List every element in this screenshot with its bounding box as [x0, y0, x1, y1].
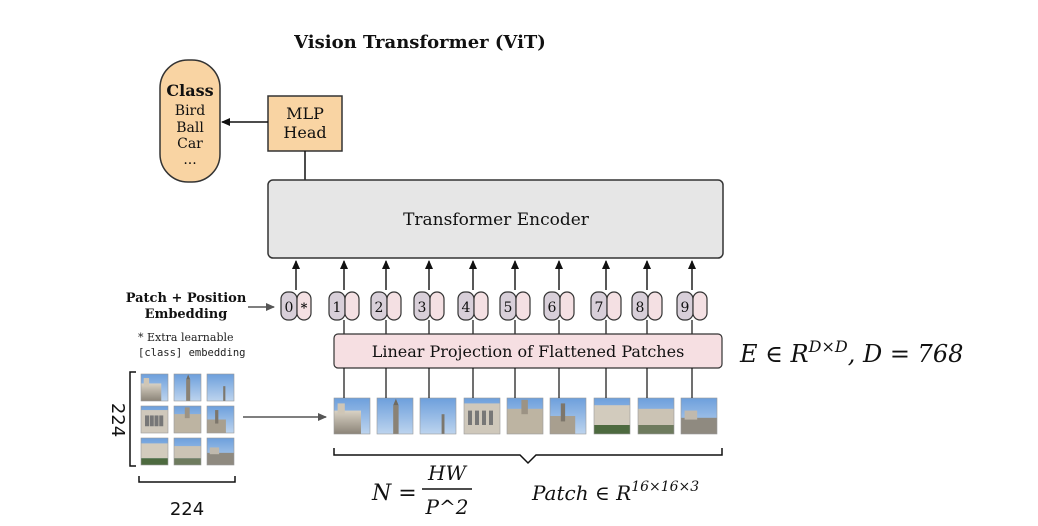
linear-projection-label: Linear Projection of Flattened Patches: [372, 342, 685, 361]
patches-bracket: [333, 448, 723, 465]
token-number: 9: [681, 300, 690, 316]
token-number: 8: [636, 300, 645, 316]
token-number: 4: [462, 300, 471, 316]
image-patch: [206, 405, 235, 434]
token-number: 1: [333, 300, 342, 316]
patch-token: 7: [590, 260, 622, 334]
svg-text:N =: N =: [371, 481, 417, 506]
extra-learnable-note: * Extra learnable: [138, 331, 234, 344]
class-heading: Class: [166, 81, 213, 100]
image-patch: [140, 373, 169, 402]
class-output-box: [159, 59, 221, 183]
image-patch: [637, 397, 675, 435]
image-patch: [140, 405, 169, 434]
patch-token: 2: [370, 260, 402, 334]
patch-token: 1: [328, 260, 360, 334]
patch-row: [333, 368, 718, 435]
class-item: Bird: [175, 103, 205, 119]
token-number: 0: [285, 300, 294, 316]
image-patch: [419, 397, 457, 435]
height-bracket: [129, 371, 136, 467]
patch-token: 6: [543, 260, 575, 334]
image-patch: [173, 437, 202, 466]
width-bracket: [138, 476, 236, 483]
token-number: 3: [418, 300, 427, 316]
token-number: 7: [595, 300, 604, 316]
class-embedding-note: [class] embedding: [138, 347, 245, 359]
mlp-head-label-line2: Head: [283, 123, 326, 142]
image-patch: [376, 397, 414, 435]
patch-shape-formula: Patch ∈ R16×16×3: [531, 479, 699, 505]
image-width-label: 224: [170, 499, 204, 520]
image-patch: [506, 397, 544, 435]
embedding-label-line2: Embedding: [145, 307, 228, 322]
transformer-encoder-label: Transformer Encoder: [403, 210, 590, 230]
embedding-label-line1: Patch + Position: [126, 291, 247, 306]
class-item: Ball: [176, 120, 204, 136]
patch-token: 4: [457, 260, 489, 334]
embedding-dim-formula: E ∈ RD×D, D = 768: [739, 337, 963, 368]
diagram-title: Vision Transformer (ViT): [293, 32, 546, 53]
token-number: 5: [504, 300, 513, 316]
image-height-label: 224: [107, 403, 128, 437]
class-token-star: *: [301, 301, 308, 316]
svg-text:P^2: P^2: [425, 495, 469, 519]
image-patch: [173, 373, 202, 402]
class-token: 0*: [280, 260, 312, 321]
image-patch: [140, 437, 169, 466]
patch-token: 8: [631, 260, 663, 334]
image-patch: [680, 397, 718, 435]
image-patch: [463, 397, 501, 435]
transformer-encoder-box: [267, 179, 724, 259]
image-patch: [206, 373, 235, 402]
token-number: 2: [375, 300, 384, 316]
image-patch: [333, 397, 371, 435]
linear-projection-box: [333, 333, 723, 369]
num-patches-formula: N = HW P^2: [371, 461, 472, 519]
image-patch: [173, 405, 202, 434]
patch-token: 5: [499, 260, 531, 334]
token-number: 6: [548, 300, 557, 316]
class-item: Car: [177, 136, 203, 152]
image-patch: [206, 437, 235, 466]
class-item: ...: [183, 152, 196, 168]
patch-token: 9: [676, 260, 708, 334]
image-patch: [593, 397, 631, 435]
mlp-head-label-line1: MLP: [286, 104, 324, 123]
mlp-head-box: [267, 95, 343, 152]
image-patch: [549, 397, 587, 435]
svg-text:HW: HW: [427, 461, 467, 485]
input-image-grid: [140, 373, 235, 466]
patch-token: 3: [413, 260, 445, 334]
